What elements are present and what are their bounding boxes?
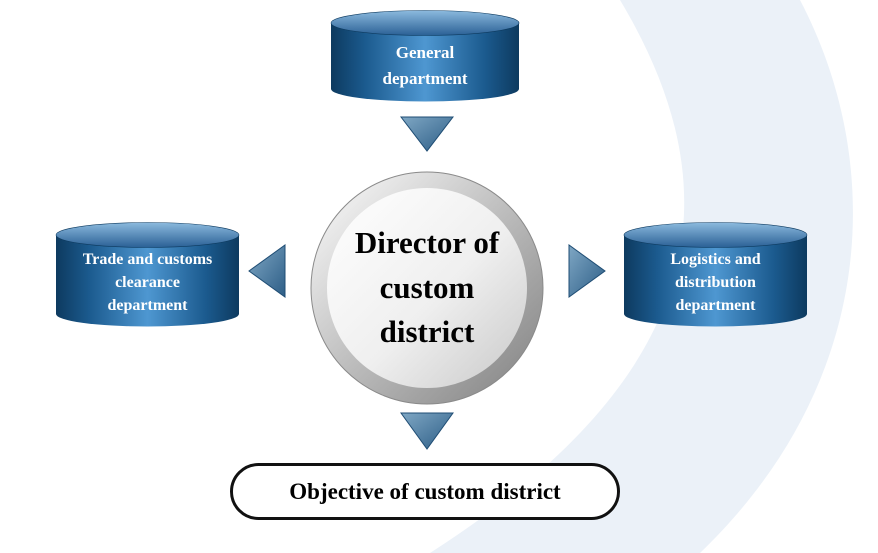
node-label-line: distribution <box>675 274 756 292</box>
node-label-line: district <box>379 314 475 350</box>
node-logistics-distribution-department: Logistics and distribution department <box>623 222 808 327</box>
node-label: General department <box>330 40 520 91</box>
circle-shape <box>310 171 544 405</box>
node-label: Director of custom district <box>309 170 545 406</box>
node-label-line: General <box>395 43 455 62</box>
triangle-top <box>400 116 454 152</box>
objective-box: Objective of custom district <box>230 463 620 520</box>
node-label-line: department <box>382 68 468 88</box>
node-label: Logistics and distribution department <box>623 248 808 318</box>
node-label-line: clearance <box>115 274 180 292</box>
node-label-line: department <box>107 297 188 315</box>
triangle-bottom <box>400 412 454 450</box>
cylinder-shape <box>330 10 520 102</box>
node-label-line: Trade and customs <box>82 251 213 268</box>
node-label-line: custom <box>379 269 475 305</box>
node-label: Trade and customs clearance department <box>55 248 240 318</box>
node-label-line: department <box>675 297 756 315</box>
node-label-line: Director of <box>354 224 500 260</box>
node-general-department: General department <box>330 10 520 102</box>
node-trade-customs-clearance-department: Trade and customs clearance department <box>55 222 240 327</box>
node-director-of-custom-district: Director of custom district <box>309 170 545 406</box>
cylinder-shape <box>55 222 240 327</box>
triangle-left <box>248 244 286 298</box>
triangle-right <box>568 244 606 298</box>
objective-label: Objective of custom district <box>289 478 561 504</box>
node-label-line: Logistics and <box>670 251 761 268</box>
cylinder-shape <box>623 222 808 327</box>
